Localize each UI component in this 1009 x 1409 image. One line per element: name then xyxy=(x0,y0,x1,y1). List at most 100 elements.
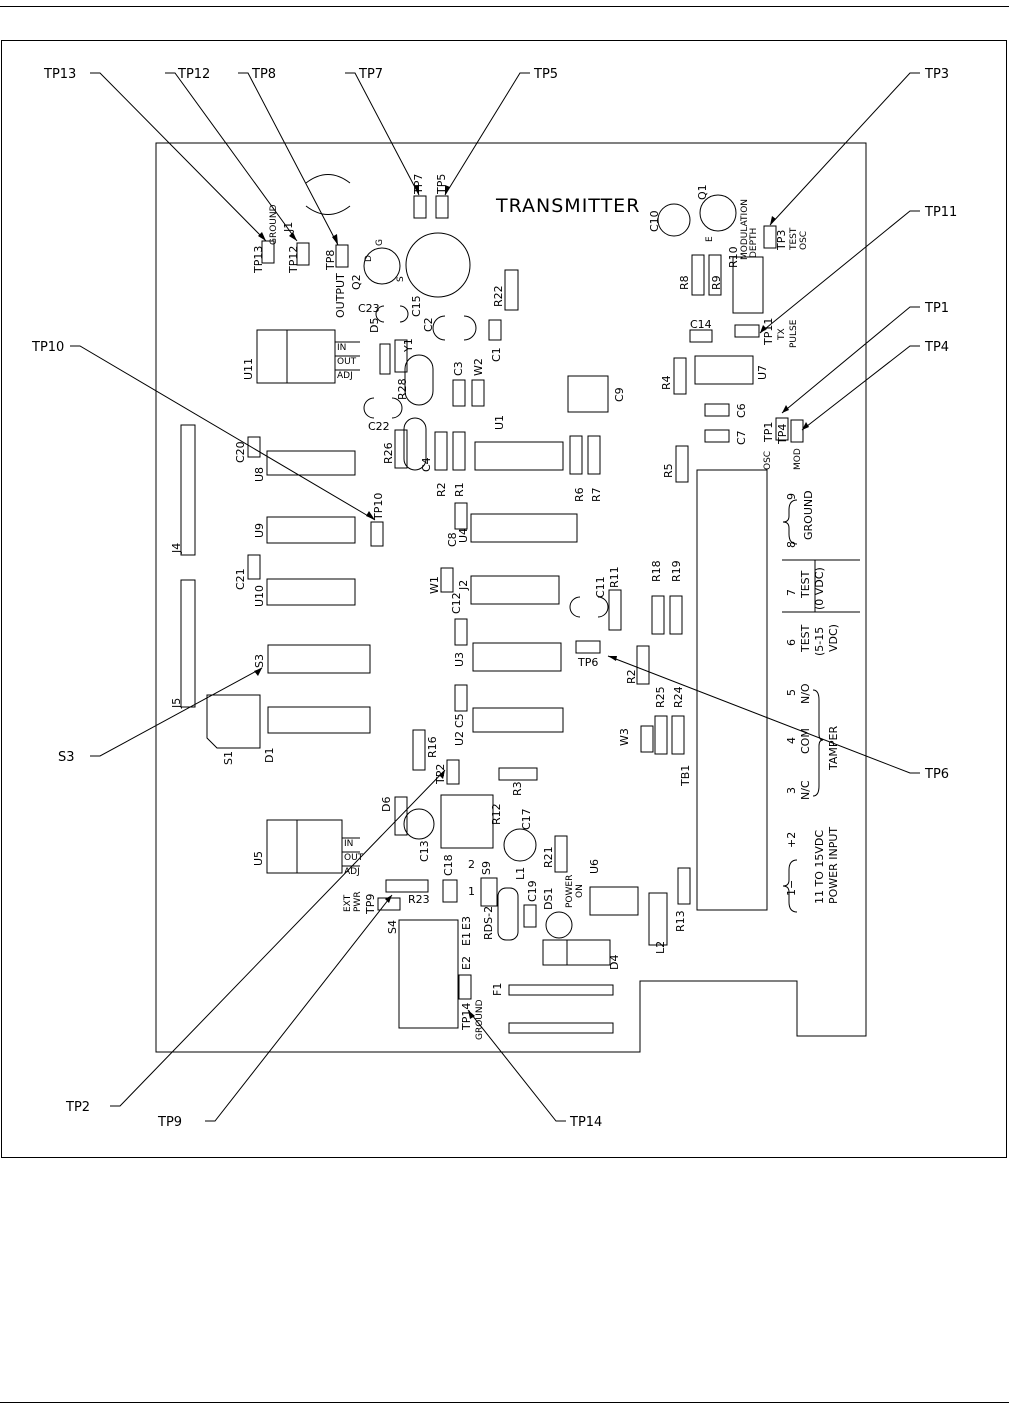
label-u9: U9 xyxy=(253,523,266,538)
label-tp13: TP13 xyxy=(252,246,265,274)
label-2: 2 xyxy=(468,858,475,871)
label-c9: C9 xyxy=(613,387,626,402)
label-e1: E1 xyxy=(460,932,473,946)
label-u2: U2 xyxy=(453,731,466,746)
callout-tp1: TP1 xyxy=(924,301,949,316)
label-r13: R13 xyxy=(674,910,687,932)
label-u6: U6 xyxy=(588,859,601,874)
label-c13: C13 xyxy=(418,840,431,862)
label-s1: S1 xyxy=(222,751,235,765)
label-d6: D6 xyxy=(380,797,393,812)
board-outline xyxy=(155,142,867,1053)
label-output: OUTPUT xyxy=(334,273,347,318)
label-q2: Q2 xyxy=(350,274,363,290)
tb-test-0-sub: (0 VDC) xyxy=(813,567,826,610)
label-r24: R24 xyxy=(672,686,685,708)
callout-arrowheads xyxy=(254,185,809,1019)
label-f1: F1 xyxy=(491,983,504,996)
label-r2b: R2 xyxy=(625,669,638,684)
label-ground-tp14: GROUND xyxy=(475,999,485,1040)
callout-tp11: TP11 xyxy=(924,205,957,220)
label-r4: R4 xyxy=(660,375,673,390)
label-d: D xyxy=(364,255,374,262)
callout-tp13: TP13 xyxy=(43,67,76,82)
label-y1: Y1 xyxy=(402,338,415,353)
label-s3: S3 xyxy=(253,654,266,668)
label-out-u11: OUT xyxy=(337,357,357,367)
label-s9: S9 xyxy=(480,861,493,875)
tb-tamper: TAMPER xyxy=(827,726,840,771)
label-s4: S4 xyxy=(386,920,399,934)
label-tp11: TP11 xyxy=(762,318,775,346)
label-e2: E2 xyxy=(460,956,473,970)
label-u10: U10 xyxy=(253,585,266,607)
callout-tp10: TP10 xyxy=(31,340,64,355)
label-e: E xyxy=(705,236,715,242)
label-r10: R10 xyxy=(727,246,740,268)
tb-power-2: POWER INPUT xyxy=(827,827,840,904)
tb-no: N/O xyxy=(799,683,812,704)
label-q1: Q1 xyxy=(696,184,709,200)
label-c17: C17 xyxy=(520,808,533,830)
label-u1: U1 xyxy=(493,415,506,430)
label-r25: R25 xyxy=(654,686,667,708)
label-c12: C12 xyxy=(450,592,463,614)
label-c2: C2 xyxy=(422,317,435,332)
label-c22: C22 xyxy=(368,420,390,433)
label-r16: R16 xyxy=(426,736,439,758)
label-r19: R19 xyxy=(670,560,683,582)
callout-tp2: TP2 xyxy=(65,1100,90,1115)
tb-pin-5: 5 xyxy=(785,689,798,696)
label-out-u5: OUT xyxy=(344,853,364,863)
tb-pin-2: +2 xyxy=(785,832,798,848)
label-r9: R9 xyxy=(710,275,723,290)
label-w2: W2 xyxy=(472,358,485,376)
label-c1: C1 xyxy=(490,347,503,362)
tb-pin-7: 7 xyxy=(785,589,798,596)
label-c23: C23 xyxy=(358,302,380,315)
label-tp1: TP1 xyxy=(762,422,775,443)
label-u5: U5 xyxy=(252,851,265,866)
label-r22: R22 xyxy=(492,285,505,307)
label-c7: C7 xyxy=(735,430,748,445)
label-c11: C11 xyxy=(594,576,607,598)
label-r1: R1 xyxy=(453,482,466,497)
tb-pin-6: 6 xyxy=(785,639,798,646)
label-c5: C5 xyxy=(453,713,466,728)
label-c8: C8 xyxy=(446,532,459,547)
label-r23: R23 xyxy=(408,893,430,906)
tb-test-5-sub: (5-15 xyxy=(813,627,826,656)
label-r28: R28 xyxy=(396,378,409,400)
label-r5: R5 xyxy=(662,463,675,478)
label-osc-tp3: OSC xyxy=(799,231,809,250)
label-c6: C6 xyxy=(735,403,748,418)
label-g: G xyxy=(375,239,385,246)
board-title: TRANSMITTER xyxy=(495,195,640,217)
label-c21: C21 xyxy=(234,568,247,590)
label-c14: C14 xyxy=(690,318,712,331)
label-depth: DEPTH xyxy=(749,228,759,258)
page-top-rule xyxy=(0,6,1009,7)
label-osc: OSC xyxy=(763,451,773,470)
label-ds1: DS1 xyxy=(542,888,555,910)
tb-pin-4: 4 xyxy=(785,737,798,744)
callout-tp8: TP8 xyxy=(251,67,276,82)
tb-pin-9: 9 xyxy=(785,493,798,500)
callout-tp7: TP7 xyxy=(358,67,383,82)
label-j1: J1 xyxy=(282,222,295,233)
callout-labels: TP13 TP12 TP8 TP7 TP5 TP3 TP11 TP10 TP1 … xyxy=(31,67,957,1130)
terminal-block-tb1 xyxy=(696,469,768,911)
label-r7: R7 xyxy=(590,487,603,502)
label-c20: C20 xyxy=(234,441,247,463)
callout-tp14: TP14 xyxy=(569,1115,602,1130)
label-tp8: TP8 xyxy=(324,250,337,271)
label-s: S xyxy=(396,276,406,282)
label-r21: R21 xyxy=(542,846,555,868)
label-j5: J5 xyxy=(170,698,183,709)
callout-s3: S3 xyxy=(58,750,75,765)
label-c4: C4 xyxy=(420,457,433,472)
tb-nc: N/C xyxy=(799,780,812,800)
tb-ground: GROUND xyxy=(802,490,815,540)
label-rds2: RDS-2 xyxy=(482,906,495,940)
label-1: 1 xyxy=(468,885,475,898)
